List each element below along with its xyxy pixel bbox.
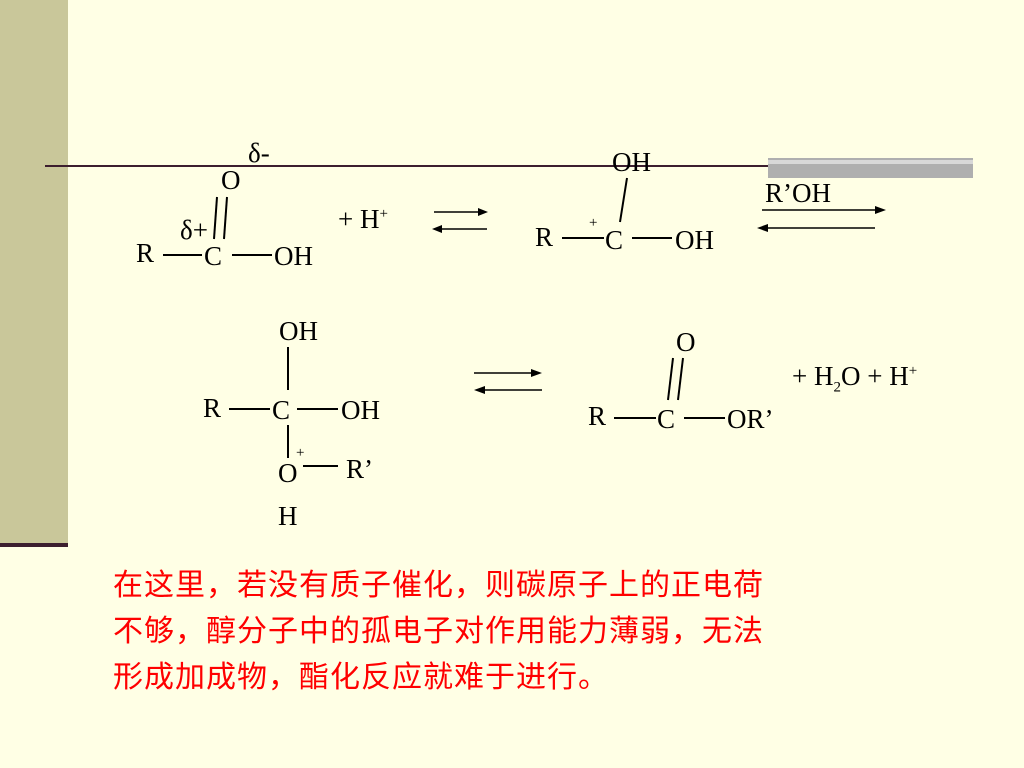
partial-positive-charge: δ+ — [180, 215, 208, 245]
atom-o-1: O — [221, 165, 241, 195]
atom-o-4: O — [676, 327, 696, 357]
byproducts: + H2O + H+ — [792, 361, 918, 396]
group-oh-3: OH — [341, 395, 380, 425]
alcohol-reagent: R’OH — [765, 178, 831, 208]
title-rule — [45, 165, 935, 167]
double-bond-co-a — [213, 196, 218, 240]
note-line: 不够，醇分子中的孤电子对作用能力薄弱，无法 — [113, 614, 764, 649]
side-rule — [0, 543, 68, 547]
atom-c-4: C — [657, 404, 676, 434]
positive-charge-3: + — [296, 445, 305, 461]
double-bond-co-4b — [677, 357, 684, 401]
group-oh-top-2: OH — [612, 147, 651, 177]
atom-h-3: H — [278, 501, 298, 531]
atom-c-3: C — [272, 395, 291, 425]
note-line: 形成加成物，酯化反应就难于进行。 — [113, 660, 609, 695]
atom-c-1: C — [204, 241, 223, 271]
atom-r-3: R — [203, 393, 222, 423]
partial-negative-charge: δ- — [248, 138, 270, 168]
atom-o-3: O — [278, 458, 298, 488]
group-oh-top-3: OH — [279, 316, 318, 346]
atom-r-1: R — [136, 238, 155, 268]
group-r-prime-3: R’ — [346, 454, 373, 484]
proton-reagent: + H+ — [338, 204, 388, 234]
positive-charge-2: + — [589, 215, 598, 231]
explanation-note: 在这里，若没有质子催化，则碳原子上的正电荷 不够，醇分子中的孤电子对作用能力薄弱… — [113, 563, 963, 701]
bond-c-oh-top-2 — [619, 177, 628, 223]
double-bond-co-b — [223, 196, 228, 240]
atom-r-2: R — [535, 222, 554, 252]
side-accent-bar — [0, 0, 68, 545]
atom-c-2: C — [605, 225, 624, 255]
note-line: 在这里，若没有质子催化，则碳原子上的正电荷 — [113, 568, 764, 603]
atom-r-4: R — [588, 401, 607, 431]
group-oh-1: OH — [274, 241, 313, 271]
group-oh-2: OH — [675, 225, 714, 255]
group-or-prime-4: OR’ — [727, 404, 774, 434]
double-bond-co-4a — [667, 357, 674, 401]
gray-accent-highlight — [768, 160, 973, 164]
